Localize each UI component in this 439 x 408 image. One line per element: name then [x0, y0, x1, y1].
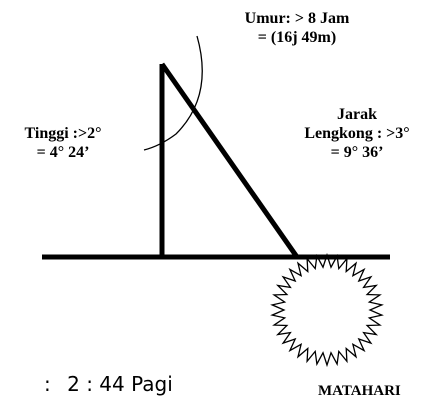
elongation-line-1: Jarak [337, 106, 377, 123]
altitude-line-2: = 4° 24’ [36, 144, 90, 161]
elongation-line [159, 62, 300, 259]
time-prefix: : [44, 372, 51, 396]
angle-arc [143, 35, 203, 151]
elongation-label: Jarak Lengkong : >3° = 9° 36’ [277, 105, 437, 162]
moon-age-line-1: Umur: > 8 Jam [244, 10, 350, 27]
time-label: : 2 : 44 Pagi [44, 372, 173, 396]
time-value: 2 : 44 Pagi [67, 372, 173, 396]
elongation-line-3: = 9° 36’ [330, 144, 384, 161]
sun-icon [270, 252, 384, 368]
altitude-label: Tinggi :>2° = 4° 24’ [7, 124, 119, 162]
moon-age-line-2: = (16j 49m) [257, 29, 337, 46]
elongation-line-2: Lengkong : >3° [304, 125, 410, 142]
sun-label: MATAHARI [318, 383, 401, 399]
altitude-line-1: Tinggi :>2° [24, 125, 102, 142]
moon-age-label: Umur: > 8 Jam = (16j 49m) [222, 9, 372, 47]
